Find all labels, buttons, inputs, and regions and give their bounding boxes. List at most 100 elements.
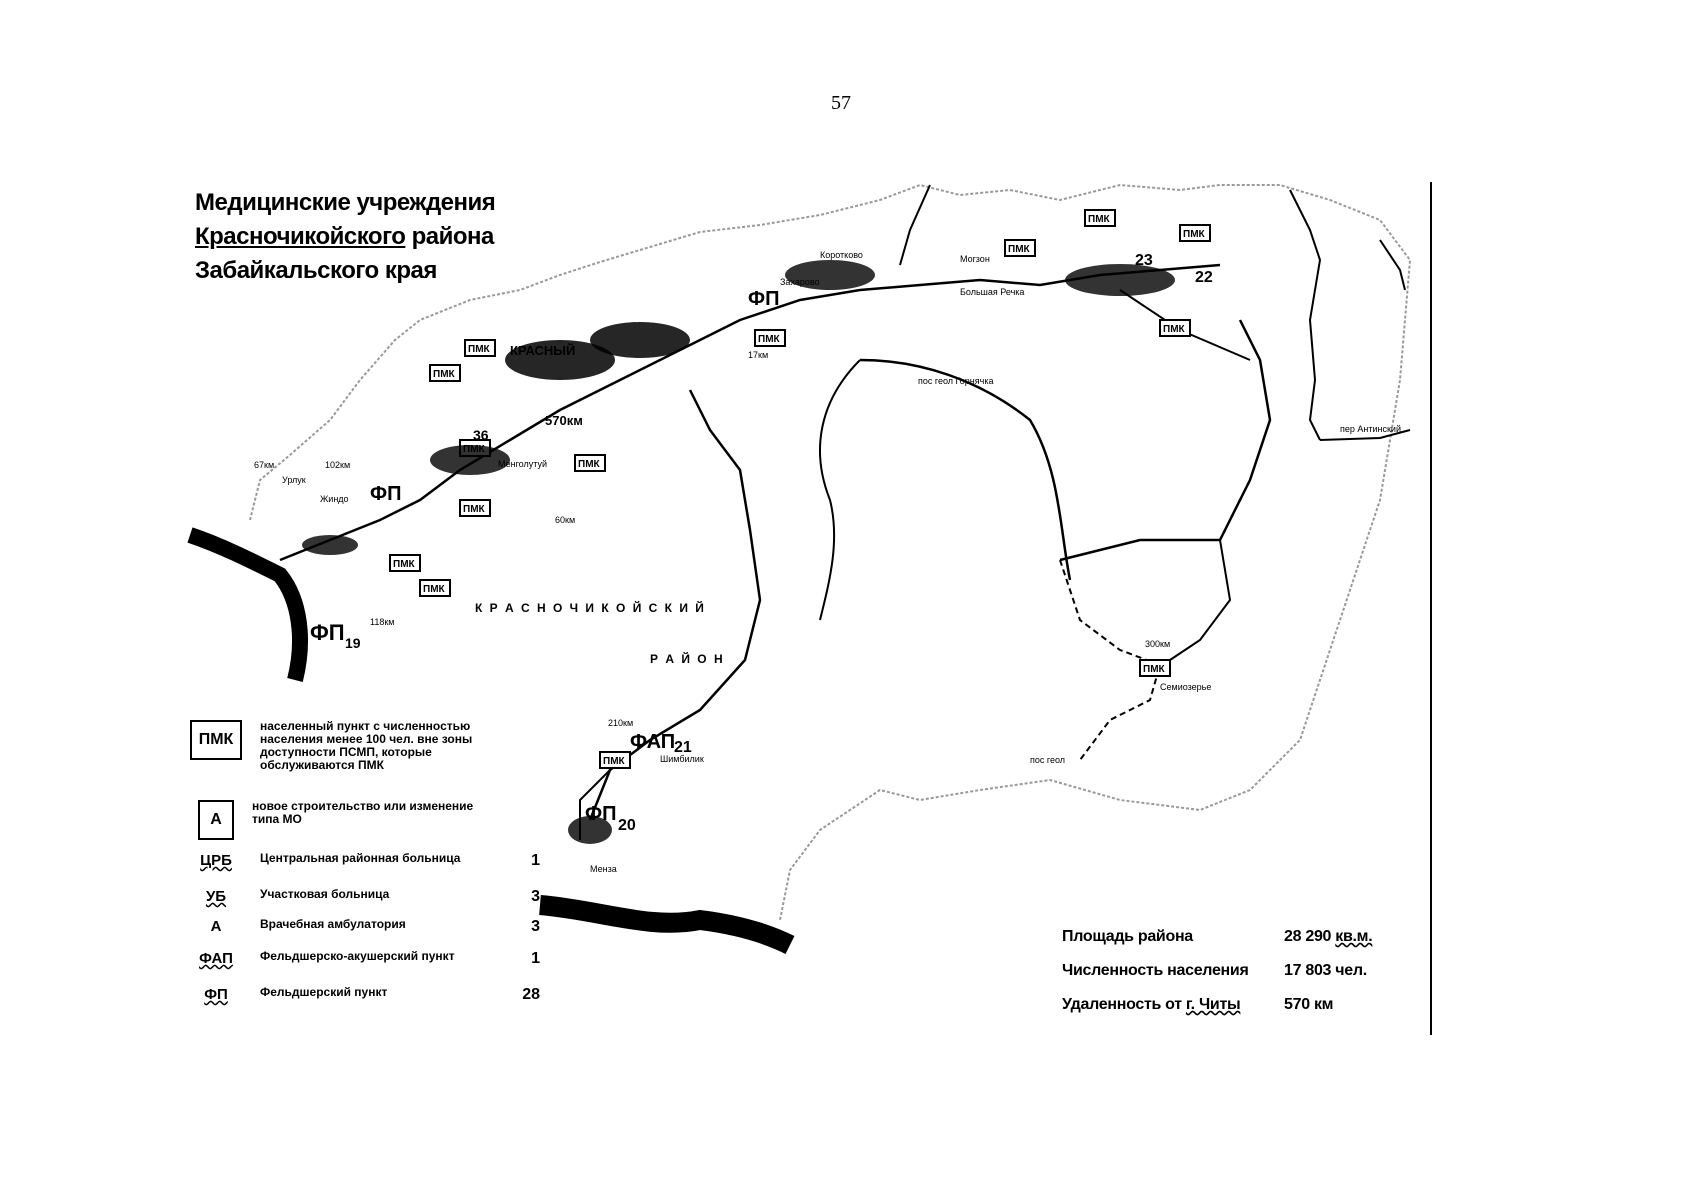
settlement-cluster-west <box>302 209 1211 844</box>
legend-count-fp: 28 <box>522 986 540 1003</box>
legend-row-fap: ФАП Фельдшерско-акушерский пункт 1 <box>190 950 550 968</box>
legend-symbol-fap: ФАП <box>199 950 233 967</box>
page-number: 57 <box>831 92 851 114</box>
district-border <box>249 183 1412 921</box>
map-pmk-14: ПМК <box>603 756 626 767</box>
map-fp-2: ФП <box>370 483 401 505</box>
map-dist-17: 17км <box>748 350 768 360</box>
stats-area-label: Площадь района <box>1062 928 1193 945</box>
stats-distance-prefix: Удаленность от <box>1062 996 1186 1013</box>
map-pmk-1: ПМК <box>468 344 491 355</box>
place-shimbilik: Шимбилик <box>660 754 704 764</box>
map-pmk-10: ПМК <box>1088 214 1111 225</box>
legend-count-ambulatory: 3 <box>531 918 540 935</box>
place-geol: пос геол <box>1030 755 1065 765</box>
map-num-21: 21 <box>674 739 692 756</box>
legend-text-pmk: населенный пункт с численностью населени… <box>260 719 473 772</box>
place-antinsky: пер Антинский <box>1340 424 1401 434</box>
river-west <box>187 527 308 682</box>
map-num-23: 23 <box>1135 252 1153 269</box>
legend-text-ambulatory: Врачебная амбулатория <box>260 917 406 931</box>
title-line-1: Медицинские учреждения <box>195 189 496 216</box>
district-stats: Площадь района 28 290 кв.м. Численность … <box>1062 920 1402 1022</box>
map-pmk-9: ПМК <box>1008 244 1031 255</box>
title-district-name: Красночикойского <box>195 223 406 250</box>
place-bolshaya-rechka: Большая Речка <box>960 287 1024 297</box>
stats-row-distance: Удаленность от г. Читы 570 км <box>1062 988 1402 1022</box>
stats-population-value: 17 803 чел. <box>1284 962 1367 979</box>
map-pmk-3: ПМК <box>463 444 486 455</box>
map-pmk-13: ПМК <box>1143 664 1166 675</box>
right-margin-rule <box>1430 182 1432 1035</box>
road-inner <box>819 359 861 621</box>
stats-area-number: 28 290 <box>1284 928 1332 945</box>
map-pmk-11: ПМК <box>1183 229 1206 240</box>
stats-area-unit: кв.м. <box>1335 928 1373 945</box>
legend-symbol-pmk: ПМК <box>190 720 242 760</box>
map-pmk-4: ПМК <box>463 504 486 515</box>
district-label-line2: Р А Й О Н <box>650 651 725 666</box>
river-south <box>539 895 795 955</box>
legend-text-fp: Фельдшерский пункт <box>260 985 388 999</box>
title-line-3: Забайкальского края <box>195 257 437 284</box>
stats-row-population: Численность населения 17 803 чел. <box>1062 954 1402 988</box>
map-pmk-5: ПМК <box>393 559 416 570</box>
legend-count-ub: 3 <box>531 888 540 905</box>
place-mogzon: Могзон <box>960 254 990 264</box>
map-num-22: 22 <box>1195 269 1213 286</box>
legend-symbol-fp: ФП <box>204 986 228 1003</box>
legend-row-ub: УБ Участковая больница 3 <box>190 888 550 906</box>
road-east <box>1059 319 1272 562</box>
map-num-20: 20 <box>618 817 636 834</box>
stats-distance-label: Удаленность от г. Читы <box>1062 996 1284 1014</box>
map-fp-1: ФП <box>310 620 345 645</box>
place-semiozerye: Семиозерье <box>1160 682 1211 692</box>
stats-distance-city: г. Читы <box>1185 996 1241 1013</box>
map-fp-4: ФП <box>585 803 616 825</box>
road-north-2 <box>1379 239 1406 291</box>
map-dist-102: 102км <box>325 460 350 470</box>
legend-row-crb: ЦРБ Центральная районная больница 1 <box>190 852 550 870</box>
map-fp-3: ФП <box>748 288 779 310</box>
road-antinsky <box>1319 429 1411 441</box>
legend-symbol-new-building: А <box>198 800 234 840</box>
road-north-east <box>1289 189 1322 441</box>
place-korotkovo: Коротково <box>820 250 863 260</box>
legend-symbol-crb: ЦРБ <box>200 852 232 869</box>
legend-count-crb: 1 <box>531 852 540 869</box>
map-label-dist-570: 570км <box>545 413 583 428</box>
place-mengolutuy: Менголутуй <box>498 459 547 469</box>
map-dist-300: 300км <box>1145 639 1170 649</box>
place-zhindo: Жиндо <box>320 494 349 504</box>
map-num-36: 36 <box>473 427 489 443</box>
district-label-line1: К Р А С Н О Ч И К О Й С К И Й <box>475 600 706 615</box>
legend-row-ambulatory: А Врачебная амбулатория 3 <box>190 918 550 936</box>
legend-row-pmk: ПМК населенный пункт с численностью насе… <box>190 720 550 772</box>
title-district-suffix: района <box>405 223 495 250</box>
map-pmk-8: ПМК <box>758 334 781 345</box>
road-main <box>279 263 1221 562</box>
map-fap: ФАП <box>630 731 675 753</box>
stats-population-label: Численность населения <box>1062 962 1249 979</box>
map-pmk-12: ПМК <box>1163 324 1186 335</box>
stats-distance-value: 570 км <box>1284 996 1334 1013</box>
road-north <box>899 184 931 266</box>
map-pmk-7: ПМК <box>578 459 601 470</box>
legend-text-fap: Фельдшерско-акушерский пункт <box>260 949 455 963</box>
stats-row-area: Площадь района 28 290 кв.м. <box>1062 920 1402 954</box>
legend-text-new-building: новое строительство или изменение типа М… <box>252 799 474 826</box>
map-dist-67: 67км <box>254 460 274 470</box>
legend-row-new-building: А новое строительство или изменение типа… <box>190 800 550 840</box>
place-zakharovo: Захарово <box>780 277 820 287</box>
place-gornyachka: пос геол Горнячка <box>918 376 994 386</box>
stats-area-value: 28 290 кв.м. <box>1284 928 1402 946</box>
legend-symbol-ambulatory: А <box>210 918 222 935</box>
map-num-19: 19 <box>345 635 361 651</box>
map-dist-210: 210км <box>608 718 633 728</box>
legend-symbol-ub: УБ <box>205 888 227 905</box>
road-se <box>1169 539 1232 661</box>
legend-text-crb: Центральная районная больница <box>260 851 461 865</box>
map-label-krasny: КРАСНЫЙ <box>510 343 575 358</box>
legend-row-fp: ФП Фельдшерский пункт 28 <box>190 986 550 1004</box>
